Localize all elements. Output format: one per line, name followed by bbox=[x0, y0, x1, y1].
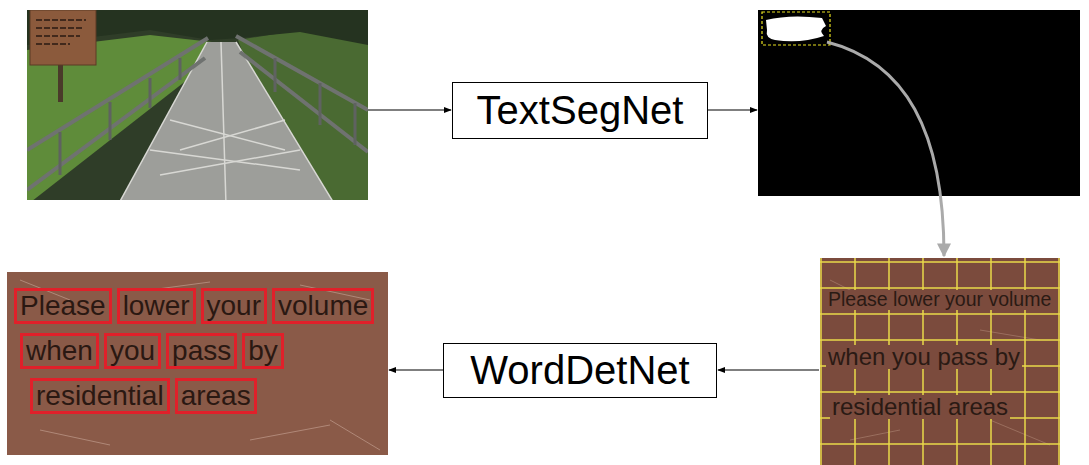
grid-line bbox=[820, 258, 822, 465]
detected-word: areas bbox=[175, 378, 257, 414]
detected-word: by bbox=[242, 333, 284, 369]
grid-line bbox=[820, 391, 1060, 393]
segmentation-mask bbox=[758, 10, 1080, 196]
sign-mark bbox=[36, 19, 86, 21]
patch-line: residential areas bbox=[830, 395, 1010, 419]
cropped-patch bbox=[820, 258, 1060, 465]
box-label: TextSegNet bbox=[477, 90, 684, 130]
detected-line: residentialareas bbox=[30, 378, 262, 414]
flow-arrow bbox=[718, 369, 819, 370]
railing-post bbox=[274, 58, 277, 92]
flow-arrow bbox=[389, 369, 443, 370]
crop-region-box bbox=[762, 12, 830, 45]
walkway-line bbox=[221, 42, 226, 200]
railing-post bbox=[319, 83, 322, 125]
railing-post bbox=[149, 78, 152, 108]
process-box: TextSegNet bbox=[452, 82, 708, 139]
detected-word: volume bbox=[272, 288, 374, 324]
output-background bbox=[7, 272, 388, 455]
patch-line: Please lower your volume bbox=[826, 290, 1053, 310]
sign-text: when you pass by bbox=[826, 345, 1022, 369]
sign-post bbox=[58, 62, 63, 102]
grid-line bbox=[820, 443, 1060, 445]
detected-word: your bbox=[201, 288, 267, 324]
detected-word: lower bbox=[117, 288, 196, 324]
grid-line bbox=[1058, 258, 1060, 465]
sign-mark bbox=[36, 35, 80, 37]
output-crack bbox=[250, 425, 330, 440]
input-photo bbox=[27, 10, 368, 200]
walkway-line bbox=[160, 150, 300, 175]
flow-arrow bbox=[368, 109, 451, 110]
detected-word: Please bbox=[14, 288, 112, 324]
output-crack bbox=[40, 430, 110, 445]
output-image bbox=[7, 272, 388, 455]
sign-mark bbox=[36, 27, 84, 29]
grid-line bbox=[820, 261, 1060, 263]
detected-word: pass bbox=[166, 333, 237, 369]
detected-line: Pleaseloweryourvolume bbox=[14, 288, 379, 324]
railing bbox=[27, 58, 205, 190]
sign-mark bbox=[36, 43, 70, 45]
grid-line bbox=[820, 287, 1060, 289]
grid-line bbox=[820, 339, 1060, 341]
walkway-line bbox=[170, 120, 285, 150]
detected-word: residential bbox=[30, 378, 170, 414]
detected-word: you bbox=[104, 333, 161, 369]
box-label: WordDetNet bbox=[470, 350, 689, 390]
railing-post bbox=[179, 58, 182, 80]
detected-word: when bbox=[20, 333, 99, 369]
patch-crack bbox=[980, 330, 1040, 340]
walkway bbox=[118, 42, 335, 200]
patch-crack bbox=[850, 430, 900, 440]
detected-line: whenyoupassby bbox=[20, 333, 289, 369]
patch-background bbox=[820, 258, 1060, 465]
grid-line bbox=[820, 313, 1060, 315]
flow-arrow bbox=[708, 109, 757, 110]
mask-blob bbox=[766, 16, 826, 41]
sign-text: Please lower your volume bbox=[826, 290, 1053, 310]
sign-board bbox=[30, 10, 96, 65]
walkway-line bbox=[180, 120, 285, 150]
railing-post bbox=[354, 103, 357, 145]
sign-text: residential areas bbox=[830, 395, 1010, 419]
railing-post bbox=[59, 132, 62, 175]
walkway-line bbox=[150, 150, 300, 170]
crop-arrow bbox=[827, 42, 944, 256]
railing bbox=[240, 52, 368, 152]
patch-crack bbox=[990, 420, 1050, 445]
output-crack bbox=[330, 420, 380, 450]
patch-line: when you pass by bbox=[826, 345, 1022, 369]
railing-post bbox=[109, 102, 112, 140]
process-box: WordDetNet bbox=[443, 343, 717, 398]
